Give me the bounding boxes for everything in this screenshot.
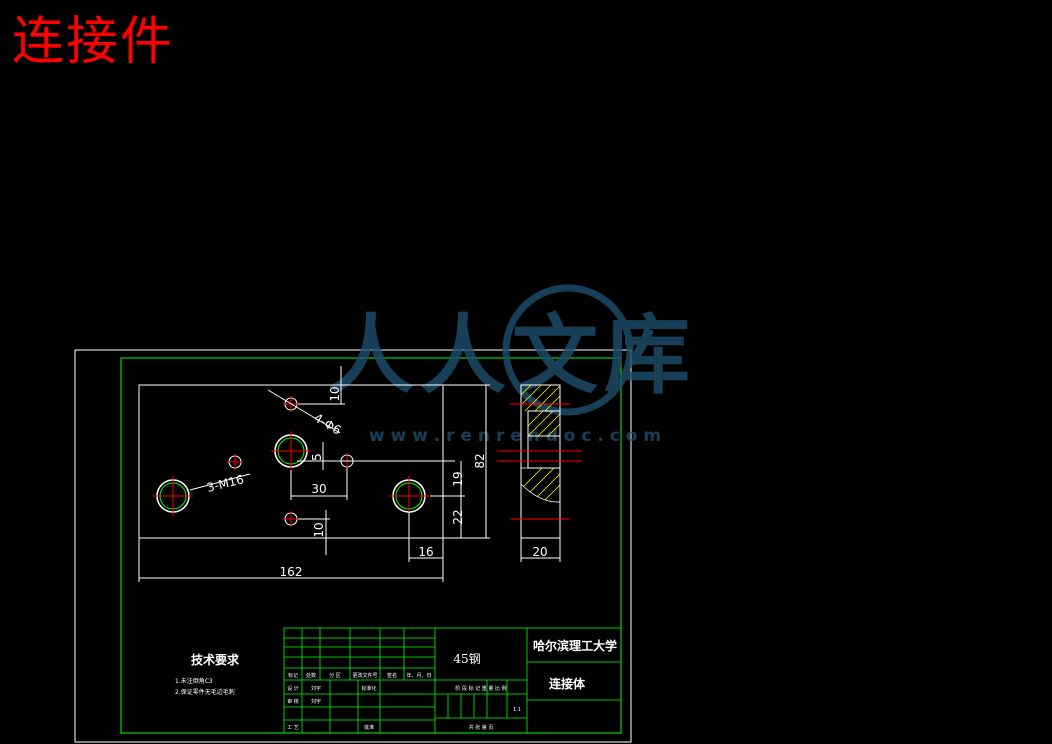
dim-4-phi6: 4-Φ6 [311, 411, 343, 438]
header-date: 年、月、日 [406, 672, 431, 679]
side-section-view [497, 384, 582, 539]
tech-requirements: 技术要求 1.未注倒角C3 2.保证零件无毛边毛刺 [175, 652, 240, 696]
dim-22: 22 [451, 509, 465, 524]
hatch-top [520, 384, 561, 437]
outer-sheet-border [74, 349, 632, 743]
process-label: 工 艺 [287, 725, 299, 731]
dim-16: 16 [418, 545, 433, 559]
standardize-label: 标准化 [361, 685, 376, 692]
header-change-doc: 更改文件号 [352, 672, 377, 679]
side-centerlines [497, 403, 582, 520]
hole-phi6-left [227, 454, 243, 470]
dim-3-m16: 3-M16 [205, 472, 245, 495]
check-label: 审 核 [287, 698, 299, 705]
dim-20: 20 [532, 545, 547, 559]
title-block [283, 627, 622, 734]
approve-label: 批准 [364, 724, 374, 731]
hole-m16-center [271, 431, 311, 471]
dim-10-bottom: 10 [312, 522, 326, 537]
tech-item-1: 1.未注倒角C3 [175, 677, 213, 685]
dim-82: 82 [473, 453, 487, 468]
hole-m16-left [153, 476, 193, 516]
dim-19: 19 [451, 471, 465, 486]
dim-5: 5 [310, 453, 324, 461]
part-name: 连接体 [549, 676, 586, 691]
dim-162: 162 [280, 565, 303, 579]
school-name: 哈尔滨理工大学 [533, 638, 617, 653]
header-signature: 签名 [387, 672, 397, 679]
header-mark: 标记 [288, 672, 298, 679]
holes [153, 396, 429, 527]
check-name: 刘宇 [311, 698, 321, 705]
dimension-texts: 10 4-Φ6 5 30 3-M16 19 82 22 10 16 162 20 [205, 386, 547, 579]
dim-10-top: 10 [328, 386, 342, 401]
watermark-text: 人人文库 [328, 305, 696, 406]
watermark-url: w w w . r e n r e n d o c . c o m [369, 426, 661, 446]
page-title: 连接件 [12, 12, 175, 72]
tech-title: 技术要求 [191, 652, 240, 667]
design-name: 刘宇 [311, 685, 321, 692]
material-label: 45钢 [453, 652, 480, 666]
title-block-texts: 45钢 哈尔滨理工大学 连接体 1:1 标记 处数 分 区 更改文件号 签名 年… [287, 638, 617, 731]
dim-30: 30 [311, 482, 326, 496]
scale-value: 1:1 [513, 707, 521, 713]
hatch-bottom [520, 467, 561, 503]
header-zone: 分 区 [329, 672, 341, 679]
tech-item-2: 2.保证零件无毛边毛刺 [175, 688, 235, 696]
hole-phi6-bottom [283, 511, 299, 527]
stage-labels: 阶 段 标 记 重 量 比 例 [455, 685, 506, 692]
sheet-labels: 共 张 第 页 [469, 724, 494, 731]
header-count: 处数 [306, 672, 316, 679]
dimension-lines [138, 366, 561, 582]
design-label: 设 计 [287, 685, 299, 692]
watermark: 人人文库 w w w . r e n r e n d o c . c o m [328, 284, 696, 446]
hole-m16-right [389, 476, 429, 516]
watermark-circle [502, 284, 634, 416]
